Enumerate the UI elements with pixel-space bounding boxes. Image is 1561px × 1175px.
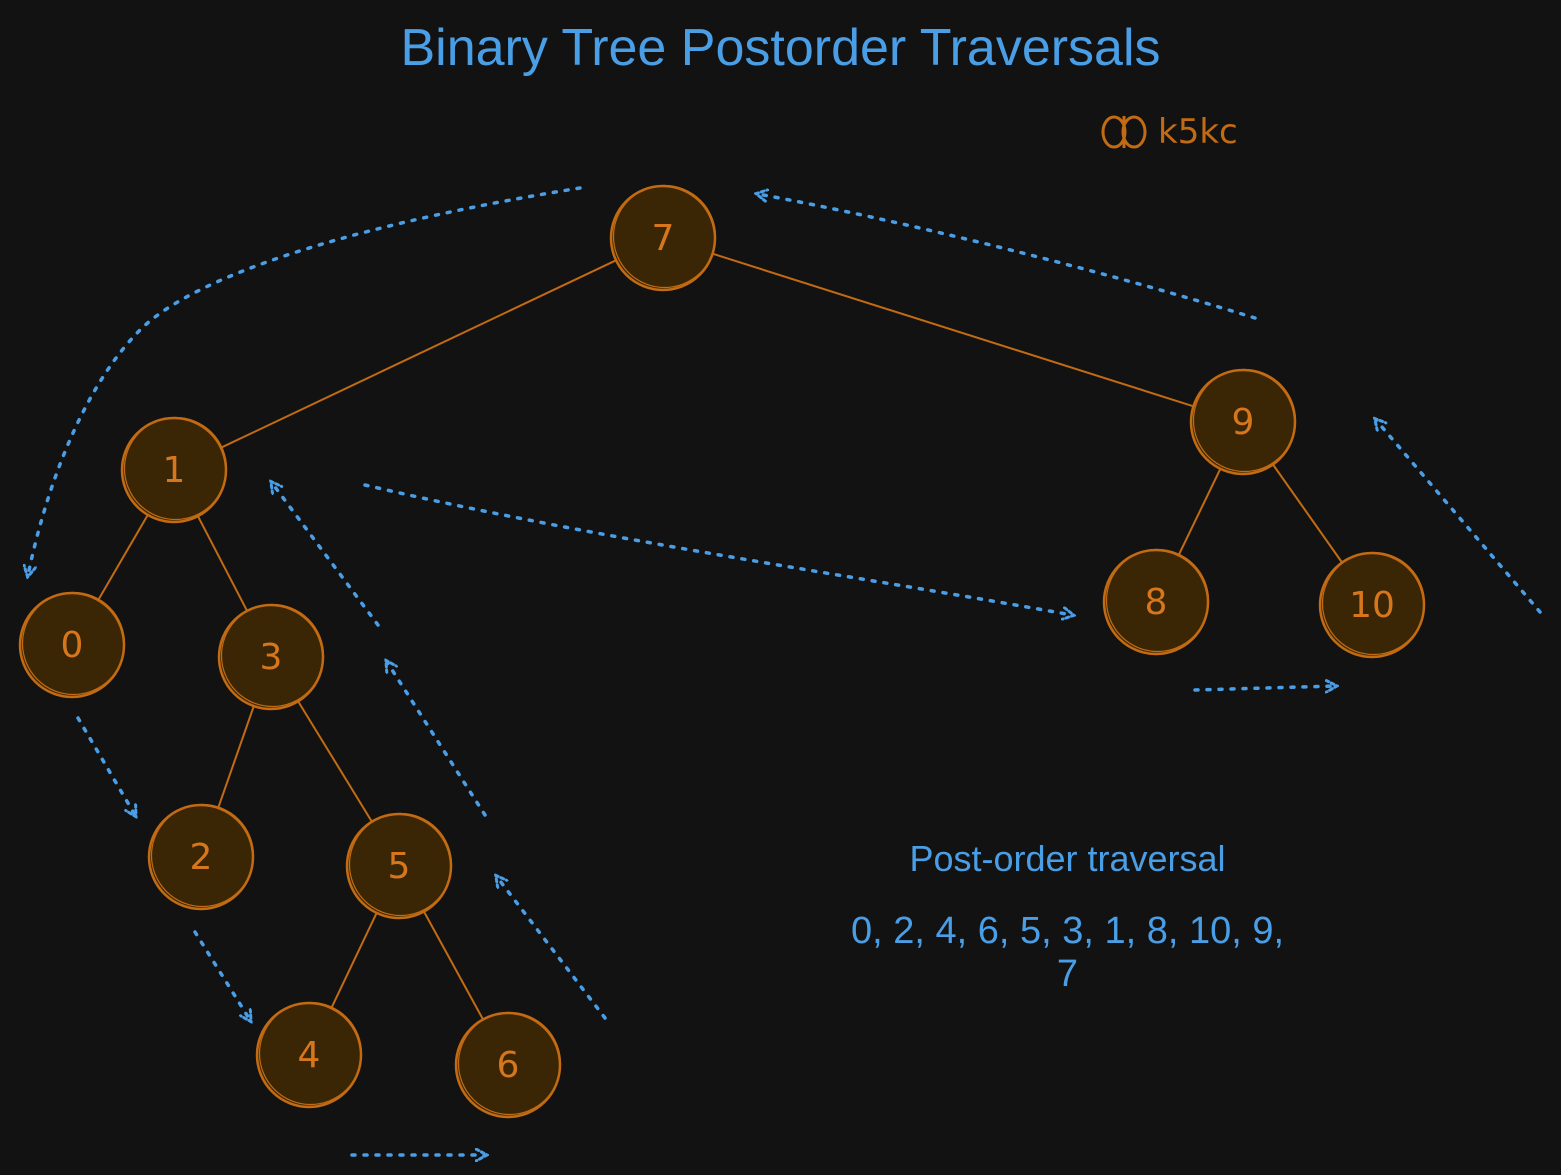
node-circle-outline — [150, 803, 255, 908]
arrow-1-to-8 — [363, 483, 1072, 615]
node-circle-outline — [1105, 548, 1210, 653]
node-circle-outline — [21, 591, 126, 696]
node-label: 5 — [388, 846, 411, 887]
node-label: 10 — [1349, 585, 1395, 626]
node-label: 2 — [190, 837, 213, 878]
edge-9-8 — [1177, 468, 1222, 556]
tree-node-0: 0 — [18, 591, 126, 699]
tree-node-2: 2 — [147, 803, 255, 911]
arrow-8-to-10 — [1193, 686, 1335, 690]
tree-node-10: 10 — [1318, 551, 1426, 659]
edge-9-10 — [1272, 463, 1343, 564]
tree-node-9: 9 — [1189, 368, 1297, 476]
tree-node-3: 3 — [217, 603, 325, 711]
tree-node-1: 1 — [120, 416, 228, 524]
node-circle-outline — [220, 603, 325, 708]
node-label: 6 — [497, 1045, 520, 1086]
tree-edges — [97, 252, 1343, 1020]
butterfly-logo-icon — [1101, 115, 1147, 149]
node-label: 8 — [1145, 582, 1168, 623]
edge-5-4 — [330, 912, 378, 1009]
node-label: 7 — [652, 218, 675, 259]
node-circle-outline — [258, 1001, 363, 1106]
node-circle-outline — [123, 416, 228, 521]
arrow-0-to-2 — [76, 716, 135, 815]
tree-node-4: 4 — [255, 1001, 363, 1109]
page-title: Binary Tree Postorder Traversals — [400, 19, 1161, 77]
arrow-3-to-1 — [272, 483, 380, 627]
arrow-9-to-7 — [758, 194, 1257, 320]
arrow-7-to-0 — [28, 186, 582, 575]
tree-nodes: 7 1 9 0 3 8 10 2 5 4 6 — [18, 184, 1426, 1119]
node-circle-outline — [1192, 368, 1297, 473]
node-circle-outline — [457, 1011, 562, 1116]
node-label: 4 — [298, 1035, 321, 1076]
edge-1-3 — [197, 515, 248, 612]
edge-7-9 — [712, 252, 1194, 408]
tree-node-6: 6 — [454, 1011, 562, 1119]
caption-title: Post-order traversal — [909, 838, 1226, 879]
tree-node-7: 7 — [609, 184, 717, 292]
edge-3-2 — [217, 705, 255, 809]
traversal-arrows — [28, 186, 1542, 1155]
node-label: 0 — [61, 625, 84, 666]
arrow-2-to-4 — [193, 930, 250, 1020]
edge-1-0 — [97, 514, 149, 601]
watermark-text: k5kc — [1158, 112, 1238, 152]
node-label: 1 — [163, 450, 186, 491]
tree-node-5: 5 — [345, 812, 453, 920]
node-label: 9 — [1232, 402, 1255, 443]
node-circle-outline — [348, 812, 453, 917]
node-circle-outline — [1321, 551, 1426, 656]
node-circle-outline — [612, 184, 717, 289]
watermark: k5kc — [1100, 112, 1238, 152]
node-label: 3 — [260, 637, 283, 678]
tree-node-8: 8 — [1102, 548, 1210, 656]
arrow-6-to-5 — [497, 877, 607, 1020]
arrow-5-to-3 — [387, 662, 487, 817]
edge-7-1 — [220, 259, 617, 449]
traversal-sequence: 0, 2, 4, 6, 5, 3, 1, 8, 10, 9, 7 — [850, 910, 1285, 995]
edge-3-5 — [297, 700, 373, 823]
edge-5-6 — [423, 911, 484, 1020]
